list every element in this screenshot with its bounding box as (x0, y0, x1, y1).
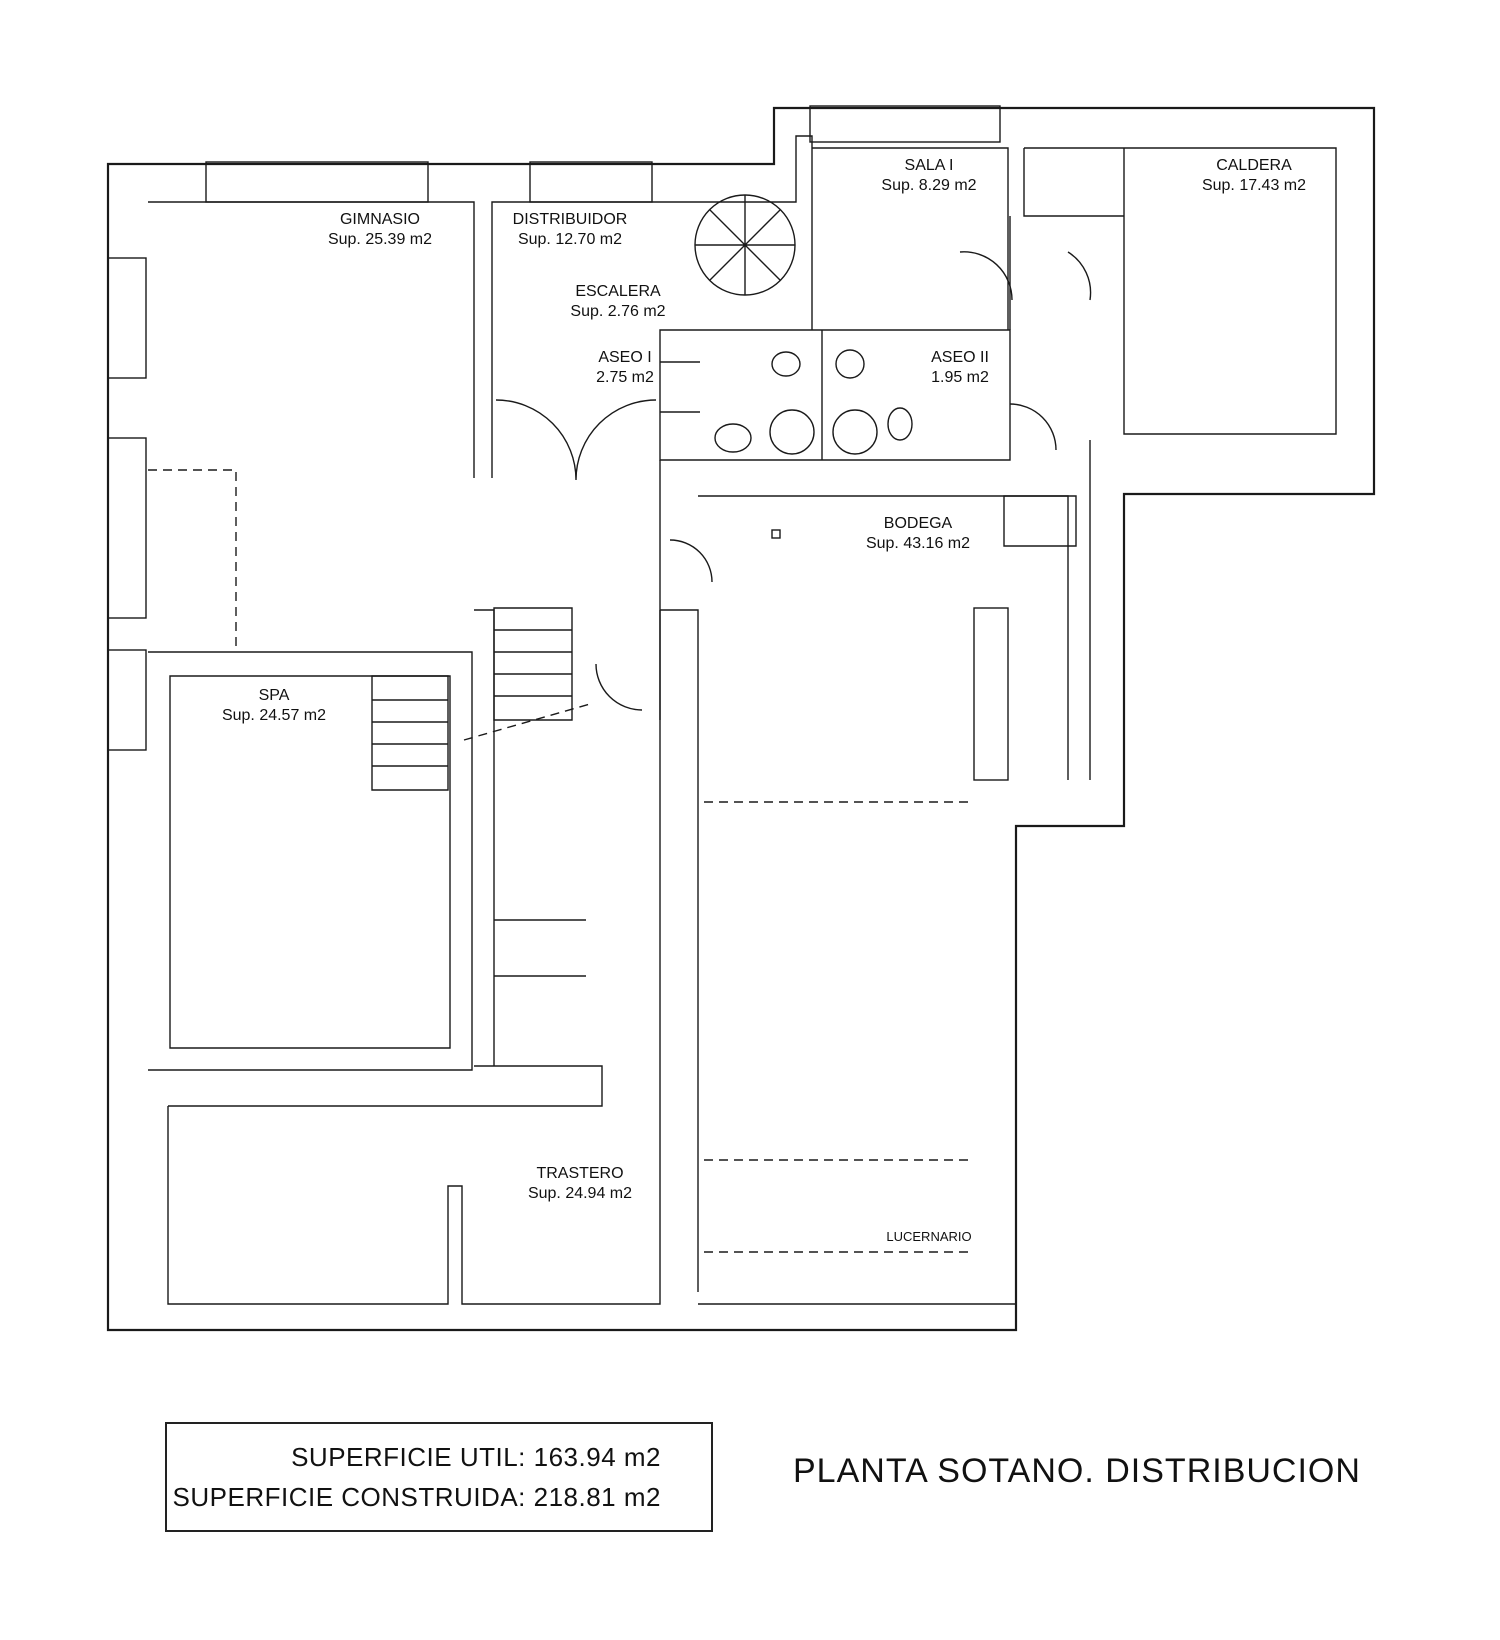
window (107, 649, 147, 751)
lucernario-label: LUCERNARIO (886, 1229, 971, 1244)
stair-steps (371, 675, 449, 791)
room-area: 1.95 m2 (931, 369, 989, 386)
trastero-walls (167, 610, 661, 1305)
sink-icon (714, 423, 752, 453)
door-icon (595, 663, 643, 711)
room-name: TRASTERO (536, 1165, 623, 1182)
bodega-pillar (771, 529, 781, 539)
caldera-walls (1009, 147, 1337, 435)
outer-wall (106, 106, 1376, 1332)
superficie-construida: SUPERFICIE CONSTRUIDA: 218.81 m2 (172, 1482, 661, 1512)
shower-icon (832, 409, 878, 455)
bodega-bench (973, 607, 1009, 781)
window (107, 437, 147, 619)
room-name: BODEGA (884, 515, 953, 532)
door-icon (495, 399, 657, 481)
room-area: 2.75 m2 (596, 369, 654, 386)
room-name: SALA I (905, 157, 954, 174)
room-labels: GIMNASIO Sup. 25.39 m2 DISTRIBUIDOR Sup. 12… (222, 157, 1306, 1202)
shower-icon (769, 409, 815, 455)
door-icon (1009, 403, 1057, 451)
superficie-util: SUPERFICIE UTIL: 163.94 m2 (291, 1442, 661, 1472)
room-name: ASEO I (598, 349, 651, 366)
central-column (168, 609, 603, 1107)
spiral-stair-steps (695, 195, 795, 295)
room-area: Sup. 25.39 m2 (328, 231, 432, 248)
room-area: Sup. 24.57 m2 (222, 707, 326, 724)
room-area: Sup. 12.70 m2 (518, 231, 622, 248)
room-area: Sup. 2.76 m2 (570, 303, 665, 320)
room-name: GIMNASIO (340, 211, 420, 228)
summary-box: SUPERFICIE UTIL: 163.94 m2 SUPERFICIE CO… (165, 1422, 713, 1532)
window (809, 105, 1001, 143)
room-name: DISTRIBUIDOR (513, 211, 628, 228)
room-name: ASEO II (931, 349, 989, 366)
room-name: SPA (259, 687, 290, 704)
bodega-stair (1003, 495, 1077, 547)
aseo-walls (659, 329, 1011, 461)
window (107, 257, 147, 379)
corridor-walls (659, 440, 1091, 1292)
door-icon (669, 539, 713, 583)
stair-steps (493, 607, 573, 721)
toilet-icon (887, 407, 913, 441)
room-area: Sup. 24.94 m2 (528, 1185, 632, 1202)
window (205, 161, 429, 203)
toilet-icon (771, 351, 801, 377)
gym-spa-walls (148, 651, 473, 1071)
door-icon (959, 251, 1092, 301)
skylight-dashed-line (704, 801, 970, 1253)
gym-dashed-area (148, 469, 237, 650)
toilet-icon (835, 349, 865, 379)
room-name: CALDERA (1216, 157, 1292, 174)
room-name: ESCALERA (575, 283, 661, 300)
window (529, 161, 653, 203)
stair-dashed-line (463, 703, 591, 741)
room-area: Sup. 8.29 m2 (881, 177, 976, 194)
room-area: Sup. 43.16 m2 (866, 535, 970, 552)
room-area: Sup. 17.43 m2 (1202, 177, 1306, 194)
page-title: PLANTA SOTANO. DISTRIBUCION (793, 1452, 1361, 1490)
